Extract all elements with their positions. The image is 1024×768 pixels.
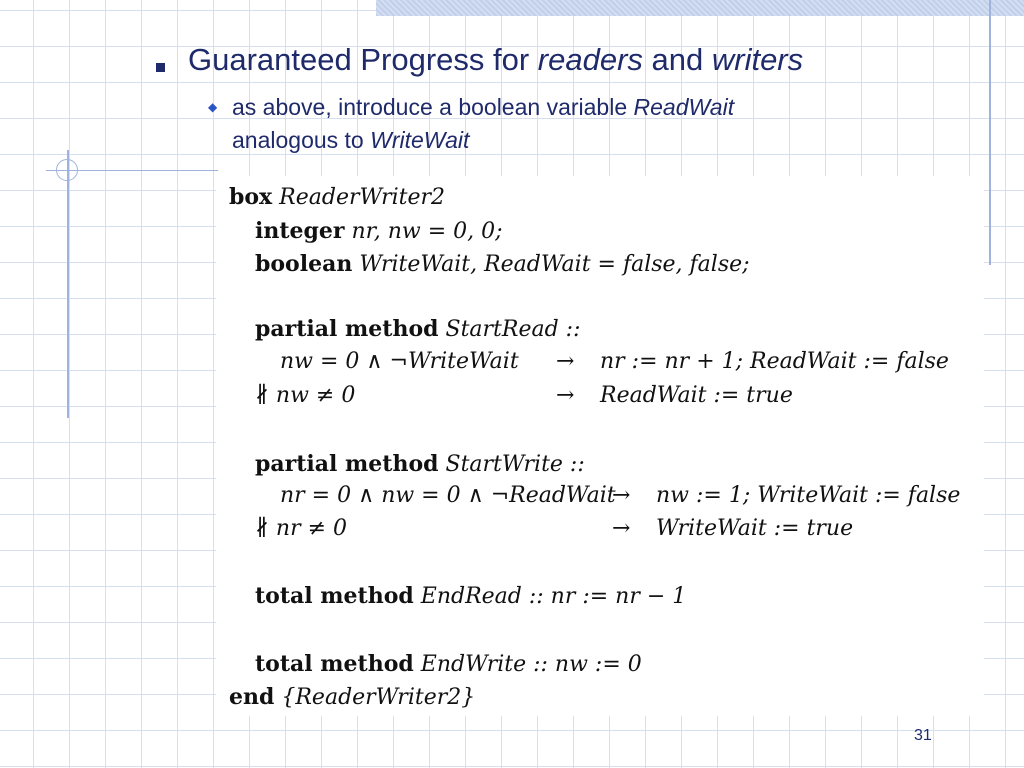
code-line-5-arrow: → (556, 349, 575, 374)
code-line-2: integer nr, nw = 0, 0; (255, 218, 503, 244)
code-line-5-guard: nw = 0 ∧ ¬WriteWait (280, 349, 519, 374)
sub-bullet-text: as above, introduce a boolean variable R… (232, 94, 735, 153)
code-line-7: partial method StartWrite :: (255, 451, 585, 477)
code-line-12: end {ReaderWriter2} (229, 684, 476, 710)
code-line-10: total method EndRead :: nr := nr − 1 (255, 583, 687, 609)
slide-title: Guaranteed Progress for readers and writ… (188, 42, 804, 77)
code-block: box ReaderWriter2 integer nr, nw = 0, 0;… (216, 176, 984, 716)
decor-line-right (989, 0, 991, 265)
code-line-6-guard: ∦ nw ≠ 0 (255, 383, 356, 408)
code-line-5-body: nr := nr + 1; ReadWait := false (600, 349, 949, 374)
code-line-6-body: ReadWait := true (600, 383, 793, 408)
code-line-3: boolean WriteWait, ReadWait = false, fal… (255, 251, 750, 277)
diamond-bullet-icon: ◆ (208, 100, 218, 114)
code-line-8-body: nw := 1; WriteWait := false (656, 483, 961, 508)
square-bullet-icon (156, 63, 165, 72)
page-number: 31 (914, 727, 932, 744)
code-line-9-guard: ∦ nr ≠ 0 (255, 516, 348, 541)
top-decor-strip (376, 0, 1024, 16)
code-line-1: box ReaderWriter2 (229, 184, 446, 210)
code-line-8-arrow: → (612, 483, 631, 508)
decor-line-horizontal (46, 170, 218, 171)
code-line-8-guard: nr = 0 ∧ nw = 0 ∧ ¬ReadWait (280, 483, 616, 508)
code-line-6-arrow: → (556, 383, 575, 408)
code-line-4: partial method StartRead :: (255, 316, 581, 342)
code-line-11: total method EndWrite :: nw := 0 (255, 651, 642, 677)
code-line-9-arrow: → (612, 516, 631, 541)
code-line-9-body: WriteWait := true (656, 516, 854, 541)
decor-ring (56, 159, 78, 181)
decor-line-left (67, 150, 69, 418)
